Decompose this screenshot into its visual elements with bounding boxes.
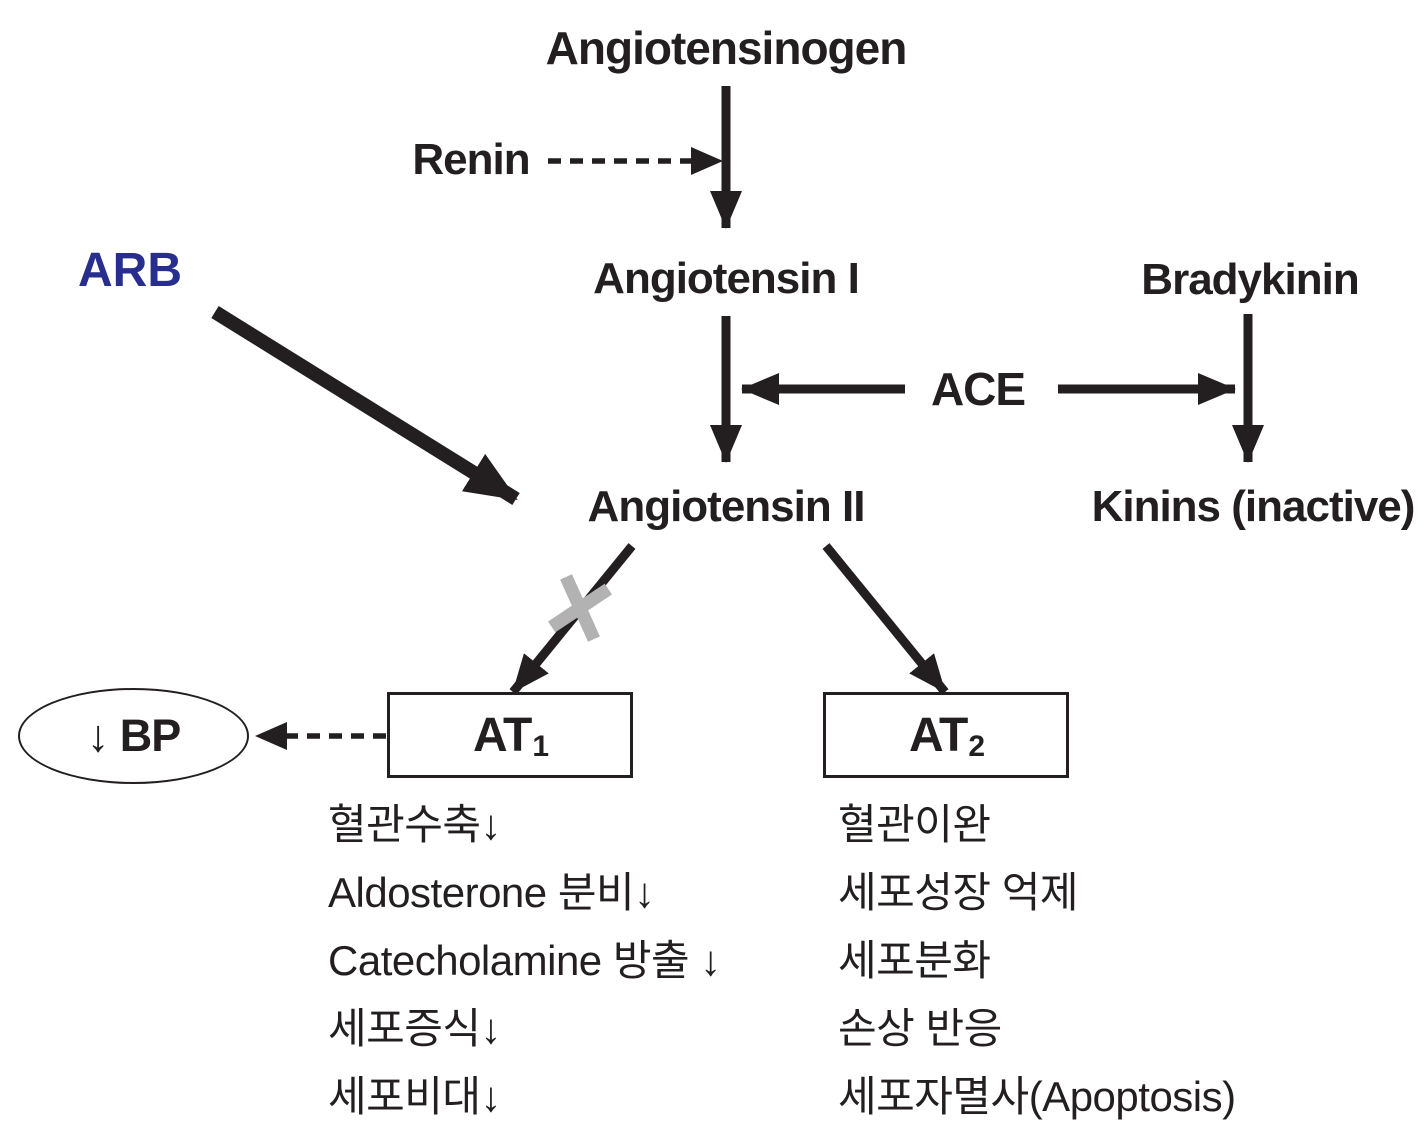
node-angiotensin1: Angiotensin I [593,254,860,303]
at2-label: AT [908,708,968,762]
at1-effects-list: 혈관수축↓ Aldosterone 분비↓ Catecholamine 방출 ↓… [328,791,721,1131]
node-ace: ACE [930,363,1026,415]
at1-effect-item: Catecholamine 방출 ↓ [328,937,721,984]
blocked-x-icon [548,574,612,642]
node-bradykinin: Bradykinin [1141,255,1359,304]
arrow-angiotensin2-to-at2 [822,543,949,695]
at2-effect-item: 세포분화 [838,937,991,984]
at1-subscript: 1 [532,730,549,763]
at1-effect-item: 세포비대↓ [328,1073,502,1120]
node-angiotensin2: Angiotensin II [587,482,866,531]
at2-effect-item: 세포성장 억제 [838,869,1079,916]
bp-decrease-ellipse: ↓ BP [18,688,249,784]
at2-effect-item: 세포자멸사(Apoptosis) [838,1073,1236,1120]
arb-inhibition-arrow [211,306,520,505]
at2-subscript: 2 [968,730,985,763]
at1-label: AT [472,708,532,762]
at2-effect-item: 손상 반응 [838,1005,1002,1052]
node-renin: Renin [412,135,530,184]
node-arb: ARB [78,244,182,297]
at2-effects-list: 혈관이완 세포성장 억제 세포분화 손상 반응 세포자멸사(Apoptosis) [838,791,1236,1131]
node-kinins-inactive: Kinins (inactive) [1091,482,1416,531]
node-angiotensinogen: Angiotensinogen [545,22,908,74]
at1-effect-item: 세포증식↓ [328,1005,502,1052]
bp-decrease-label: ↓ BP [86,710,182,761]
at2-effect-item: 혈관이완 [838,801,991,848]
at1-effect-item: Aldosterone 분비↓ [328,869,655,916]
at1-effect-item: 혈관수축↓ [328,801,502,848]
